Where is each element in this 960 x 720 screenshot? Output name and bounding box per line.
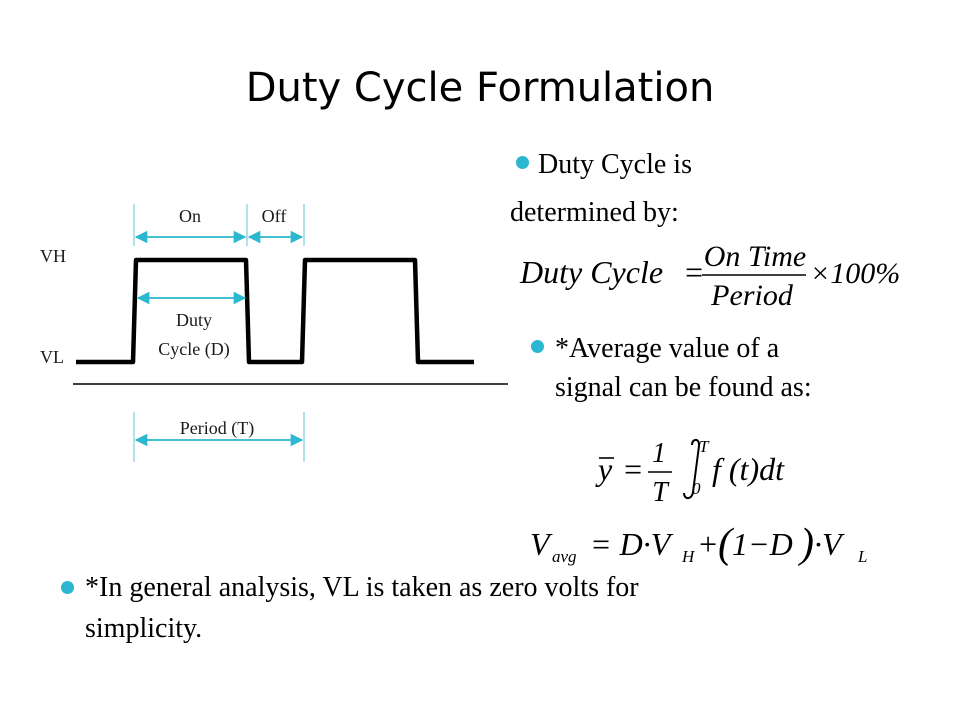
page-title: Duty Cycle Formulation xyxy=(245,65,715,111)
bullet-avg-line2: signal can be found as: xyxy=(555,372,812,403)
vl-label: VL xyxy=(40,347,64,367)
svg-text:= D·V: = D·V xyxy=(590,526,674,562)
bullet-dot xyxy=(516,156,529,169)
vavg-formula: V avg = D·V H + ( 1−D ) ·V L xyxy=(530,521,867,567)
svg-text:y: y xyxy=(595,451,613,487)
duty-label-line1: Duty xyxy=(176,310,212,330)
on-label: On xyxy=(179,206,201,226)
svg-text:=: = xyxy=(683,254,705,290)
svg-text:1: 1 xyxy=(652,438,666,469)
bullet-general-line1: *In general analysis, VL is taken as zer… xyxy=(85,572,639,603)
svg-text:1−D: 1−D xyxy=(732,526,793,562)
bullet-general-line2: simplicity. xyxy=(85,613,203,644)
duty-cycle-formula: Duty Cycle = On Time Period ×100% xyxy=(519,240,900,312)
svg-text:On Time: On Time xyxy=(704,240,807,273)
svg-text:H: H xyxy=(681,547,696,566)
square-wave xyxy=(76,257,474,365)
bullet-dot xyxy=(61,581,74,594)
duty-label-line2: Cycle (D) xyxy=(158,339,229,360)
svg-text:f (t)dt: f (t)dt xyxy=(712,451,785,487)
svg-text:V: V xyxy=(530,526,553,562)
svg-text:×100%: ×100% xyxy=(810,257,900,290)
bullet-avg-line1: *Average value of a xyxy=(555,333,780,364)
svg-text:·V: ·V xyxy=(814,526,845,562)
bullet-duty-line1: Duty Cycle is xyxy=(538,149,692,180)
vh-label: VH xyxy=(40,246,66,266)
bullet-duty-line2: determined by: xyxy=(510,197,679,228)
svg-text:L: L xyxy=(857,547,867,566)
svg-text:0: 0 xyxy=(692,479,701,498)
svg-text:Duty Cycle: Duty Cycle xyxy=(519,254,663,290)
svg-text:(: ( xyxy=(718,521,735,567)
svg-text:+: + xyxy=(697,526,719,562)
svg-text:=: = xyxy=(622,451,644,487)
off-label: Off xyxy=(262,206,287,226)
svg-text:): ) xyxy=(798,521,814,567)
svg-text:T: T xyxy=(652,477,670,508)
average-integral-formula: y = 1 T T 0 f (t)dt xyxy=(595,437,785,508)
period-label: Period (T) xyxy=(180,418,254,439)
svg-text:avg: avg xyxy=(552,547,577,566)
svg-text:T: T xyxy=(699,437,710,456)
bullet-dot xyxy=(531,340,544,353)
svg-text:Period: Period xyxy=(710,279,794,312)
